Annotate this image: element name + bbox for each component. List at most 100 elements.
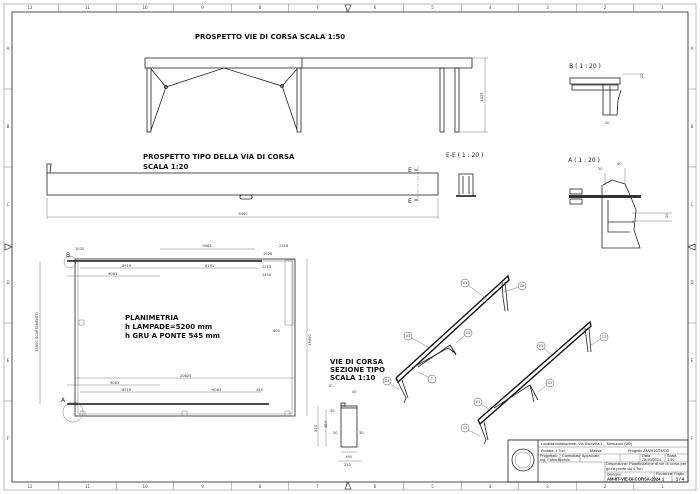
section-dim-480: 480 xyxy=(324,420,328,428)
detail-b-label: B ( 1 : 20 ) xyxy=(569,63,601,70)
part-balloon xyxy=(463,328,473,338)
section-dim-30a: 30 xyxy=(330,409,335,413)
grid-row-label: D xyxy=(690,280,693,285)
dim-top-9063b: 9063 xyxy=(108,272,117,276)
part-balloon-label: V1 xyxy=(476,400,481,404)
detail-b-dim-2: 20 xyxy=(605,121,610,125)
grid-column-label: 7 xyxy=(316,484,319,489)
part-balloon-label: V2 xyxy=(539,344,544,348)
elevation-view: PROSPETTO VIE DI CORSA SCALA 1:50 4435 xyxy=(144,33,488,133)
part-balloon xyxy=(536,341,546,351)
part-balloon xyxy=(427,374,437,384)
plan-title: PLANIMETRIA xyxy=(125,314,179,322)
dim-8191: 8191 xyxy=(205,264,214,268)
grid-column-label: 12 xyxy=(27,5,33,10)
tb-description-box: Descrizione: Pianificazione di vie di co… xyxy=(606,462,687,471)
detail-a-dim-2: 40 xyxy=(617,162,622,166)
grid-row-label: A xyxy=(7,46,10,51)
tb-capacity: Portata: 4 Ton xyxy=(541,449,565,453)
section-dim-10: 10 xyxy=(328,384,333,388)
tb-description: Descrizione: Pianificazione di vie di co… xyxy=(606,462,687,471)
grid-column-label: 11 xyxy=(85,5,91,10)
tb-project: Progetto AM2910/24/CO xyxy=(628,449,669,453)
plan-corner-a: A xyxy=(61,397,66,404)
detail-b-dim-1: 20 xyxy=(640,73,644,78)
section-title-1: VIE DI CORSA xyxy=(330,358,384,366)
grid-row-label: E xyxy=(691,358,694,363)
grid-row-label: E xyxy=(7,358,10,363)
part-balloon-label: C6 xyxy=(520,284,526,288)
center-mark-left xyxy=(4,243,13,251)
part-balloon-label: C4 xyxy=(385,379,391,383)
section-dim-250: 250 xyxy=(344,463,352,467)
grid-column-label: 11 xyxy=(85,484,91,489)
typical-elevation-title-2: SCALA 1:20 xyxy=(143,163,188,171)
part-balloon xyxy=(517,281,527,291)
section-ee-label: E-E ( 1 : 20 ) xyxy=(446,152,483,159)
grid-column-label: 6 xyxy=(374,484,377,489)
section-title-2: SEZIONE TIPO xyxy=(330,366,385,374)
part-balloon-label: V3 xyxy=(406,334,411,338)
tb-location: Località installazione: Via Soravilla,1 … xyxy=(541,442,633,446)
center-mark-right xyxy=(687,243,696,251)
part-balloon xyxy=(473,397,483,407)
dim-1926: 1926 xyxy=(263,252,273,256)
grid-column-label: 10 xyxy=(142,484,148,489)
tb-drawing-label: Disegno xyxy=(607,473,621,477)
elevation-title: PROSPETTO VIE DI CORSA SCALA 1:50 xyxy=(195,33,345,41)
dim-19490: 19490 xyxy=(308,334,312,346)
dim-800: 800 xyxy=(273,329,281,333)
grid-column-label: 1 xyxy=(661,484,664,489)
dim-1035: 1035 xyxy=(75,247,84,251)
outer-frame xyxy=(3,3,697,491)
part-balloon-label: T xyxy=(430,377,434,381)
grid-row-label: C xyxy=(691,202,694,207)
dim-345: 345 xyxy=(256,388,263,392)
grid-row-label: B xyxy=(691,124,694,129)
dim-bottom-8919: 8919 xyxy=(122,388,132,392)
grid-row-label: B xyxy=(7,124,10,129)
detail-a-label: A ( 1 : 20 ) xyxy=(568,157,600,164)
grid-row-label: D xyxy=(6,280,9,285)
tb-mass: Massa: xyxy=(590,449,602,453)
grid-column-label: 8 xyxy=(259,484,262,489)
dim-20625: 20625 xyxy=(180,374,191,378)
typical-length-dim: 9400 xyxy=(238,212,248,216)
grid-column-label: 2 xyxy=(604,5,607,10)
tb-sheet: 1 / 4 xyxy=(676,477,685,482)
section-dim-190: 190 xyxy=(345,455,353,459)
part-balloon-label: C2 xyxy=(548,381,553,385)
tb-scale: 1:50 xyxy=(667,458,674,462)
dim-top-9063: 9063 xyxy=(202,244,211,248)
section-title-3: SCALA 1:10 xyxy=(330,374,375,382)
tb-revision-label: Revisione xyxy=(656,472,673,476)
plan-corner-b: B xyxy=(66,252,70,259)
grid-column-label: 3 xyxy=(546,5,549,10)
plan-crane-height: h GRU A PONTE 545 mm xyxy=(125,332,220,340)
dim-2454: 2454 xyxy=(262,273,272,277)
detail-a-dim-1: 20 xyxy=(598,167,603,171)
inner-frame xyxy=(11,11,689,483)
dim-bottom-9063b: 9063 xyxy=(212,388,221,392)
dim-2213: 2213 xyxy=(262,265,271,269)
grid-column-label: 8 xyxy=(259,5,262,10)
tb-checked-label: Controllato xyxy=(562,454,580,458)
grid-column-label: 2 xyxy=(604,484,607,489)
tb-date-label: Data xyxy=(642,454,651,458)
company-seal xyxy=(511,448,535,472)
grid-column-label: 10 xyxy=(142,5,148,10)
part-balloon-label: C1 xyxy=(463,426,468,430)
tb-date: 28/10/2024 xyxy=(642,458,661,462)
typical-elevation-view: PROSPETTO TIPO DELLA VIA DI CORSA SCALA … xyxy=(46,152,483,219)
dim-2316: 2316 xyxy=(279,244,289,248)
elevation-height-dim: 4435 xyxy=(480,92,484,101)
plan-view: B A PLANIMETRIA h LAMPADE=5200 mm h GRU … xyxy=(35,244,312,423)
part-balloon-label: V4 xyxy=(463,281,468,285)
grid-column-label: 7 xyxy=(316,5,319,10)
typical-elevation-title-1: PROSPETTO TIPO DELLA VIA DI CORSA xyxy=(143,153,295,161)
grid-column-label: 9 xyxy=(201,5,204,10)
section-marker-bottom: E xyxy=(408,198,412,205)
grid-column-label: 3 xyxy=(546,484,549,489)
part-balloon xyxy=(460,423,470,433)
detail-b: B ( 1 : 20 ) 20 20 xyxy=(569,63,644,125)
